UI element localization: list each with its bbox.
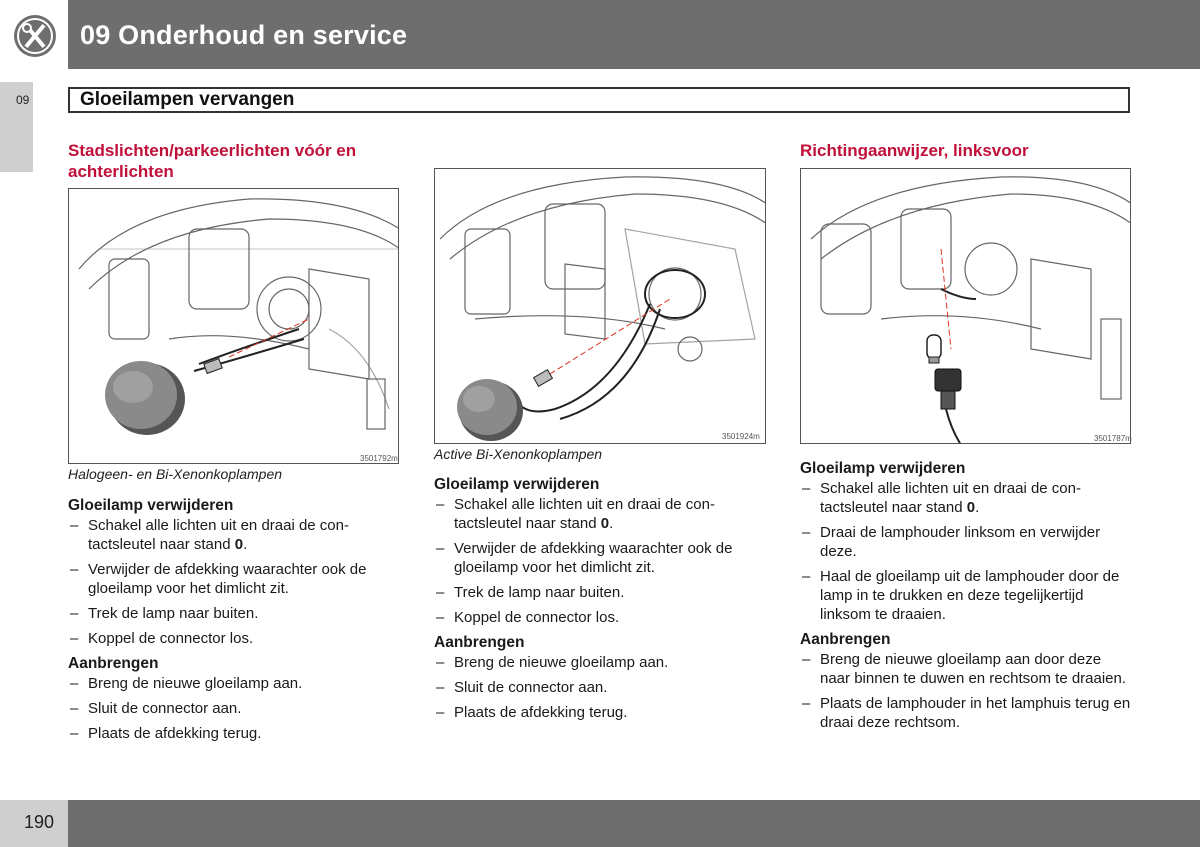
list-item: Haal de gloeilamp uit de lamphouder door…	[800, 567, 1135, 624]
col1-figure-code: 3501792m	[360, 454, 398, 463]
col2-figure	[434, 168, 766, 444]
col2-caption: Active Bi-Xenonkoplampen	[434, 446, 603, 462]
list-item: Schakel alle lichten uit en draai de con…	[68, 516, 403, 554]
col3-remove-list: Schakel alle lichten uit en draai de con…	[800, 479, 1135, 624]
col1-figure	[68, 188, 399, 464]
step-post: .	[243, 536, 248, 553]
step-bold: 0	[966, 499, 976, 516]
step-text: Verwijder de afdekking waarachter ook de…	[454, 540, 733, 576]
list-item: Breng de nieuwe gloeilamp aan door deze …	[800, 650, 1135, 688]
col2-text: Gloeilamp verwijderen Schakel alle licht…	[434, 475, 769, 728]
col2-remove-list: Schakel alle lichten uit en draai de con…	[434, 495, 769, 627]
list-item: Verwijder de afdekking waarachter ook de…	[434, 539, 769, 577]
list-item: Draai de lamphouder linksom en verwijder…	[800, 523, 1135, 561]
step-text: Koppel de connector los.	[454, 609, 620, 626]
chapter-side-tab	[0, 82, 33, 172]
col2-figure-code: 3501924m	[722, 432, 760, 441]
step-text: Schakel alle lichten uit en draai de con…	[820, 480, 1081, 516]
list-item: Schakel alle lichten uit en draai de con…	[434, 495, 769, 533]
list-item: Schakel alle lichten uit en draai de con…	[800, 479, 1135, 517]
step-text: Verwijder de afdekking waarachter ook de…	[88, 561, 367, 597]
col3-install-heading: Aanbrengen	[800, 631, 891, 648]
list-item: Sluit de connector aan.	[68, 699, 403, 718]
list-item: Plaats de lamphouder in het lamphuis ter…	[800, 694, 1135, 732]
list-item: Plaats de afdekking terug.	[434, 703, 769, 722]
col3-remove-heading: Gloeilamp verwijderen	[800, 460, 966, 477]
list-item: Breng de nieuwe gloeilamp aan.	[434, 653, 769, 672]
step-bold: 0	[234, 536, 244, 553]
col3-heading-wrap: Richtingaanwijzer, linksvoor	[800, 140, 1130, 161]
step-text: Trek de lamp naar buiten.	[88, 605, 259, 622]
col2-install-list: Breng de nieuwe gloeilamp aan. Sluit de …	[434, 653, 769, 722]
step-text: Draai de lamphouder linksom en verwijder…	[820, 524, 1101, 560]
col3-figure	[800, 168, 1131, 444]
step-text: Trek de lamp naar buiten.	[454, 584, 625, 601]
list-item: Trek de lamp naar buiten.	[68, 604, 403, 623]
page-number: 190	[24, 812, 55, 832]
headlamp-illustration-3	[810, 176, 1130, 443]
col3-figure-code: 3501787m	[1094, 434, 1132, 443]
step-text: Schakel alle lichten uit en draai de con…	[88, 517, 349, 553]
col2-install-heading: Aanbrengen	[434, 634, 525, 651]
section-title: Gloeilampen vervangen	[80, 89, 295, 110]
col1-heading-wrap: Stadslichten/parkeerlichten vóór en acht…	[68, 140, 398, 182]
col1-install-heading: Aanbrengen	[68, 655, 159, 672]
list-item: Verwijder de afdekking waarachter ook de…	[68, 560, 403, 598]
col1-install-list: Breng de nieuwe gloeilamp aan. Sluit de …	[68, 674, 403, 743]
col1-remove-list: Schakel alle lichten uit en draai de con…	[68, 516, 403, 648]
col1-text: Gloeilamp verwijderen Schakel alle licht…	[68, 496, 403, 749]
step-bold: 0	[600, 515, 610, 532]
step-post: .	[609, 515, 614, 532]
list-item: Breng de nieuwe gloeilamp aan.	[68, 674, 403, 693]
header-band	[68, 0, 1200, 69]
col3-install-list: Breng de nieuwe gloeilamp aan door deze …	[800, 650, 1135, 732]
col1-caption: Halogeen- en Bi-Xenonkoplampen	[68, 466, 283, 482]
section-title-box	[68, 87, 1130, 113]
step-text: Haal de gloeilamp uit de lamphouder door…	[820, 568, 1120, 623]
col2-remove-heading: Gloeilamp verwijderen	[434, 476, 600, 493]
step-text: Koppel de connector los.	[88, 630, 254, 647]
list-item: Koppel de connector los.	[68, 629, 403, 648]
list-item: Trek de lamp naar buiten.	[434, 583, 769, 602]
col1-heading: Stadslichten/parkeerlichten vóór en acht…	[68, 141, 357, 181]
chapter-title: 09 Onderhoud en service	[80, 20, 408, 50]
wrench-screwdriver-icon	[13, 14, 57, 58]
list-item: Koppel de connector los.	[434, 608, 769, 627]
step-post: .	[975, 499, 980, 516]
col3-heading: Richtingaanwijzer, linksvoor	[800, 141, 1029, 160]
footer-band	[68, 800, 1200, 847]
list-item: Sluit de connector aan.	[434, 678, 769, 697]
footer-left-area	[0, 800, 68, 847]
headlamp-illustration-2	[439, 176, 765, 441]
col3-text: Gloeilamp verwijderen Schakel alle licht…	[800, 459, 1135, 738]
chapter-side-tab-label: 09	[16, 93, 30, 107]
col1-remove-heading: Gloeilamp verwijderen	[68, 497, 234, 514]
step-text: Schakel alle lichten uit en draai de con…	[454, 496, 715, 532]
list-item: Plaats de afdekking terug.	[68, 724, 403, 743]
headlamp-illustration-1	[78, 198, 398, 435]
